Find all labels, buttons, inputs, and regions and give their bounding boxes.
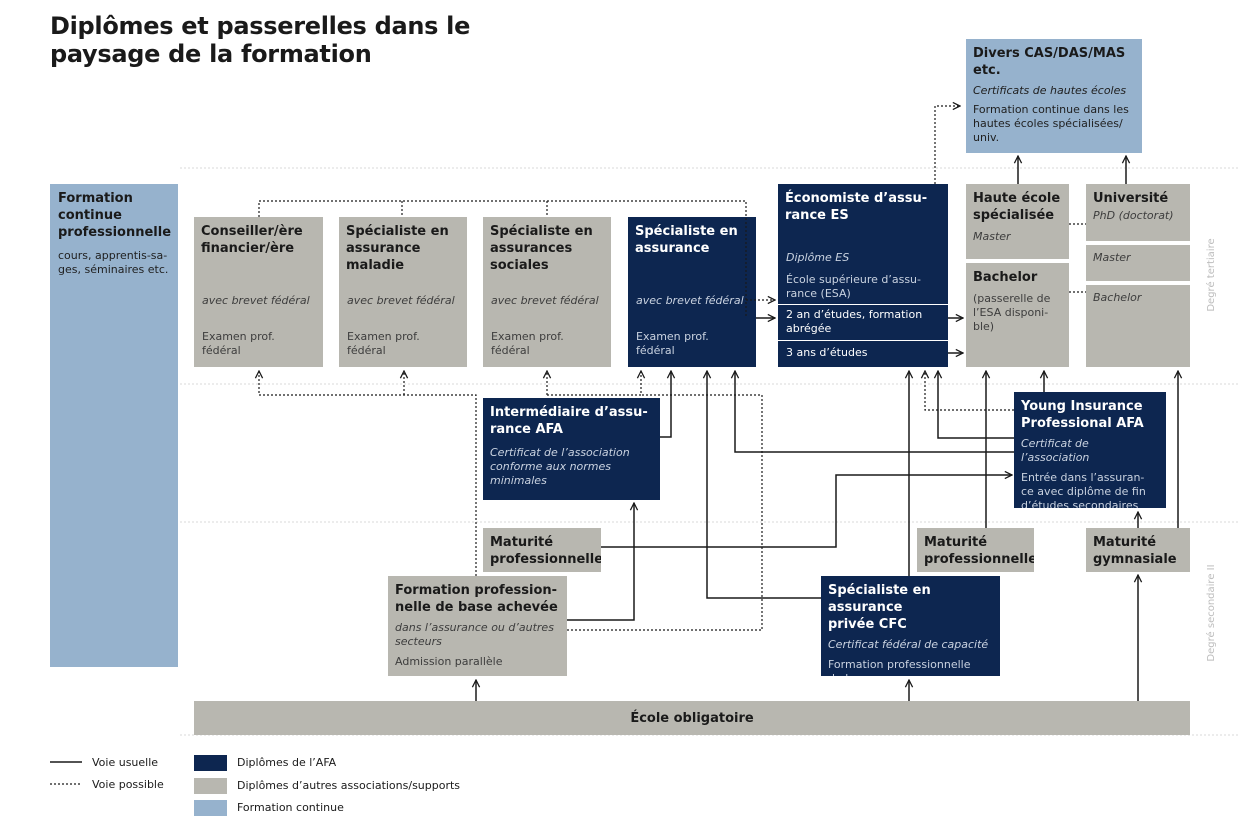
cfc-sub: Certificat fédéral de capacité [828,638,989,651]
divers-cas-box: Divers CAS/DAS/MAS etc. Certificats de h… [966,39,1142,153]
hes-title: Haute école spécialisée [973,191,1061,223]
universite-bachelor: Bachelor [1093,291,1142,304]
dotted-base-to-conseiller [259,371,477,576]
hes-sub: Master [973,230,1011,243]
young-insurance-box: Young Insurance Professional AFA Certifi… [1014,392,1166,508]
young-sub: Certificat de l’association [1021,437,1090,464]
maladie-sub: avec brevet fédéral [347,294,455,307]
arrow-young-to-esa [938,371,1014,439]
cfc-box: Spécialiste en assurance privée CFC Cert… [821,576,1000,676]
universite-title: Université [1093,191,1169,206]
maturite-pro-right-title: Maturité professionnelle [924,535,1034,567]
conseiller-title: Conseiller/ère financier/ère [201,224,303,256]
maturite-gym-title: Maturité gymnasiale [1093,535,1177,567]
maturite-pro-left-box: Maturité professionnelle [483,528,601,572]
young-text: Entrée dans l’assuran- ce avec diplôme d… [1021,471,1146,508]
legend-dotted-label: Voie possible [92,778,164,791]
economiste-path-full: 3 ans d’études [786,346,868,359]
young-title: Young Insurance Professional AFA [1021,399,1144,431]
intermediaire-box: Intermédiaire d’assu- rance AFA Certific… [483,398,660,500]
formation-continue-title: Formation continue professionnelle [58,191,172,240]
dotted-base-to-specialiste [547,371,641,396]
dotted-base-loop [567,394,763,631]
sociales-title: Spécialiste en assurances sociales [490,224,593,273]
economiste-title: Économiste d’assu- rance ES [785,191,928,223]
bachelor-title: Bachelor [973,270,1038,285]
page-title: Diplômes et passerelles dans le paysage … [50,12,471,68]
arrow-cfc-to-specialiste [707,371,821,599]
arrow-base-to-intermediaire [567,503,634,621]
conseiller-text: Examen prof. fédéral [202,330,275,357]
specialiste-sub: avec brevet fédéral [636,294,744,307]
divers-title: Divers CAS/DAS/MAS etc. [973,46,1126,78]
formation-base-sub: dans l’assurance ou d’autres secteurs [395,621,554,648]
maturite-gym-box: Maturité gymnasiale [1086,528,1190,572]
intermediaire-sub: Certificat de l’association conforme aux… [490,446,630,487]
conseiller-sub: avec brevet fédéral [202,294,310,307]
economiste-box: Économiste d’assu- rance ES Diplôme ES É… [778,184,948,367]
economiste-sub: Diplôme ES [786,251,850,264]
specialiste-title: Spécialiste en assurance [635,224,738,256]
formation-continue-box: Formation continue professionnelle cours… [50,184,178,667]
legend-swatch-afa [194,755,227,771]
intermediaire-title: Intermédiaire d’assu- rance AFA [490,405,648,437]
maladie-title: Spécialiste en assurance maladie [346,224,449,273]
cfc-text: Formation professionnelle de base [828,658,971,676]
maturite-pro-right-box: Maturité professionnelle [917,528,1034,572]
universite-master-box: Master [1086,245,1190,281]
cfc-title: Spécialiste en assurance privée CFC [828,583,931,632]
legend-afa-label: Diplômes de l’AFA [237,756,337,769]
arrow-young-to-specialiste [735,371,1014,453]
arrow-intermediaire-to-specialiste [660,371,671,438]
economiste-divider-1 [778,304,948,305]
specialiste-sociales-box: Spécialiste en assurances sociales avec … [483,217,611,367]
hes-box: Haute école spécialisée Master [966,184,1069,259]
formation-base-title: Formation profession- nelle de base ache… [395,583,558,615]
legend-continuing-label: Formation continue [237,801,344,814]
legend-other-label: Diplômes d’autres associations/supports [237,779,461,792]
legend-swatch-continuing [194,800,227,816]
specialiste-text: Examen prof. fédéral [636,330,709,357]
dotted-esa-to-divers [934,106,960,184]
bachelor-box: Bachelor (passerelle de l’ESA disponi- b… [966,263,1069,367]
dotted-young-to-esa [925,371,1014,411]
specialiste-maladie-box: Spécialiste en assurance maladie avec br… [339,217,467,367]
dotted-brevet-link [258,200,747,318]
conseiller-financier-box: Conseiller/ère financier/ère avec brevet… [194,217,323,367]
formation-continue-text: cours, apprentis-sa- ges, séminaires etc… [58,249,169,276]
bachelor-text: (passerelle de l’ESA disponi- ble) [973,292,1051,333]
arrow-maturite-to-young [601,475,1012,548]
universite-phd: PhD (doctorat) [1093,209,1174,222]
universite-box: Université PhD (doctorat) [1086,184,1190,241]
sociales-text: Examen prof. fédéral [491,330,564,357]
economiste-text: École supérieure d’assu- rance (ESA) [786,273,921,300]
formation-base-text: Admission parallèle [395,655,503,668]
legend-solid-label: Voie usuelle [92,756,159,769]
specialiste-assurance-box: Spécialiste en assurance avec brevet féd… [628,217,756,367]
sociales-sub: avec brevet fédéral [491,294,599,307]
divers-sub: Certificats de hautes écoles [973,84,1127,97]
formation-base-box: Formation profession- nelle de base ache… [388,576,567,676]
ecole-obligatoire-box: École obligatoire [194,701,1190,735]
universite-bachelor-box: Bachelor [1086,285,1190,367]
economiste-path-abridged: 2 an d’études, formation abrégée [786,308,923,335]
legend-swatch-other [194,778,227,794]
ecole-title: École obligatoire [630,710,754,726]
maturite-pro-left-title: Maturité professionnelle [490,535,601,567]
divers-text: Formation continue dans les hautes école… [973,103,1129,144]
economiste-divider-2 [778,340,948,341]
maladie-text: Examen prof. fédéral [347,330,420,357]
universite-master: Master [1093,251,1131,264]
